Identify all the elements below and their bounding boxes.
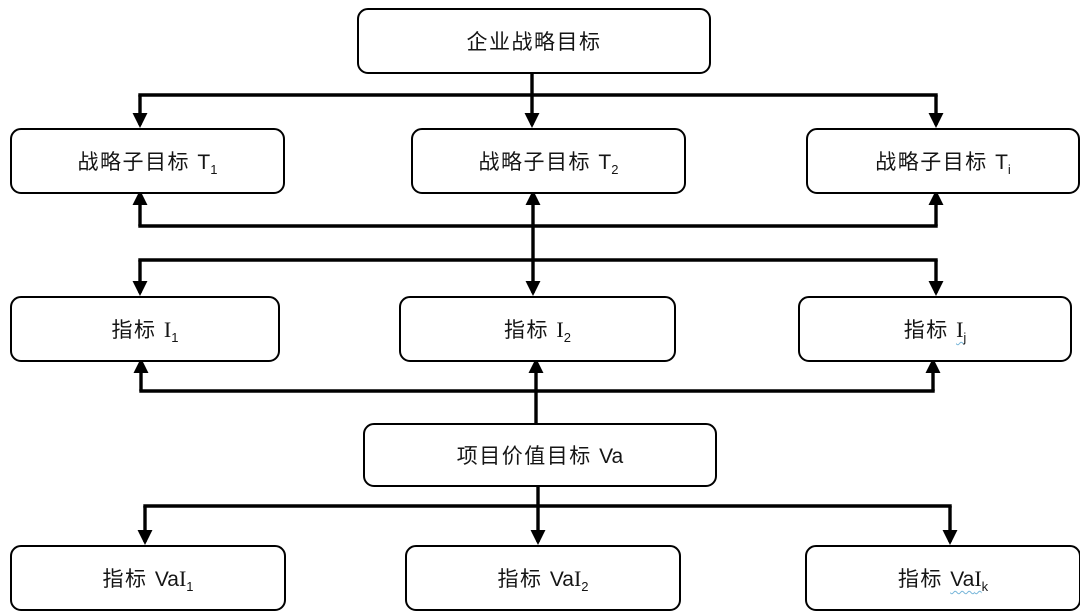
node-indicator-i2: 指标 I2 xyxy=(399,296,676,362)
node-label-zh: 战略子目标 xyxy=(478,151,599,174)
node-label-zh: 项目价值目标 xyxy=(456,445,600,468)
node-label-zh: 指标 xyxy=(903,319,957,342)
spellcheck-underline: Ij xyxy=(956,317,967,346)
node-label-zh: 指标 xyxy=(102,568,155,591)
node-value-indicator-vai1: 指标 VaI1 xyxy=(10,545,286,611)
node-label-zh: 企业战略目标 xyxy=(466,31,602,54)
node-strategic-subgoal-t1: 战略子目标 T1 xyxy=(10,128,285,194)
node-label-zh: 战略子目标 xyxy=(77,151,198,174)
node-enterprise-strategic-goal: 企业战略目标 xyxy=(357,8,711,74)
node-strategic-subgoal-t2: 战略子目标 T2 xyxy=(411,128,686,194)
node-strategic-subgoal-ti: 战略子目标 Ti xyxy=(806,128,1080,194)
spellcheck-underline: VaIk xyxy=(950,566,989,595)
node-indicator-ij: 指标 Ij xyxy=(798,296,1072,362)
node-value-indicator-vai2: 指标 VaI2 xyxy=(405,545,681,611)
node-value-indicator-vaik: 指标 VaIk xyxy=(805,545,1080,611)
node-label-zh: 指标 xyxy=(497,568,550,591)
node-indicator-i1: 指标 I1 xyxy=(10,296,280,362)
connector-subgoals-indicators-bidirectional xyxy=(132,190,944,296)
connector-goal-to-subgoals xyxy=(132,68,944,128)
node-label-zh: 指标 xyxy=(897,568,951,591)
node-label-zh: 战略子目标 xyxy=(875,151,996,174)
connector-va-to-indicators-up xyxy=(133,358,941,423)
node-project-value-goal-va: 项目价值目标 Va xyxy=(363,423,717,487)
connector-va-to-value-indicators-down xyxy=(137,483,958,545)
node-label-zh: 指标 xyxy=(504,319,557,342)
node-label-zh: 指标 xyxy=(111,319,164,342)
